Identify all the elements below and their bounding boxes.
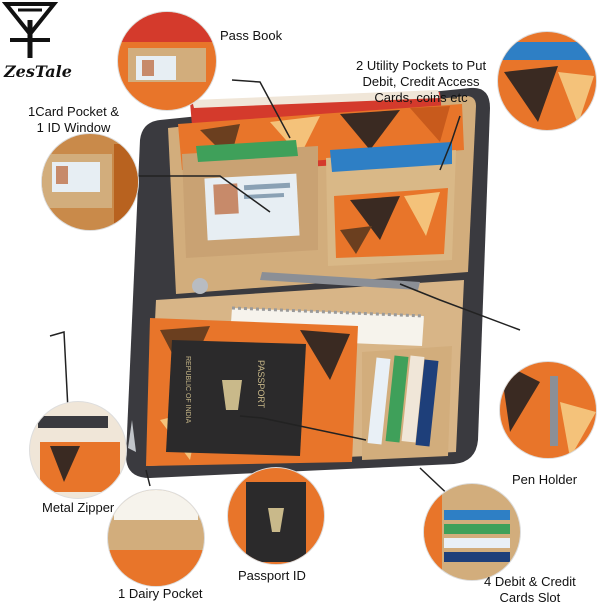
brand-name: ZesTale [4, 62, 72, 81]
detail-circle-diary-pocket [108, 490, 204, 586]
label-passport-id: Passport ID [238, 568, 306, 583]
detail-circle-pass-book [118, 12, 216, 110]
detail-circle-metal-zipper [30, 402, 126, 498]
label-utility-line-2: Debit, Credit Access [362, 74, 480, 89]
label-metal-zipper: Metal Zipper [42, 500, 115, 515]
detail-circle-passport-id [228, 468, 324, 564]
label-card-line-2: 1 ID Window [36, 120, 111, 135]
label-pass-book: Pass Book [220, 28, 283, 43]
detail-circle-card-slots [424, 484, 520, 580]
detail-circle-utility-pockets [498, 32, 596, 130]
label-slots-line-2: Cards Slot [499, 590, 561, 605]
label-pen-holder: Pen Holder [512, 472, 578, 487]
label-utility-line-1: 2 Utility Pockets to Put [356, 58, 487, 73]
label-utility-pockets: 2 Utility Pockets to Put Debit, Credit A… [356, 58, 486, 106]
label-card-pocket: 1Card Pocket & 1 ID Window [28, 104, 119, 136]
detail-circle-pen-holder [500, 362, 596, 458]
label-diary-pocket: 1 Dairy Pocket [118, 586, 203, 601]
label-utility-line-3: Cards, coins etc [374, 90, 468, 105]
brand-logo: ZesTale [0, 0, 72, 86]
detail-circle-card-pocket [42, 134, 138, 230]
label-slots-line-1: 4 Debit & Credit [484, 574, 576, 589]
label-card-line-1: 1Card Pocket & [28, 104, 120, 119]
passport-country-text: REPUBLIC OF INDIA [184, 356, 191, 424]
zestale-emblem-icon [1, 2, 59, 58]
label-card-slots: 4 Debit & Credit Cards Slot [484, 574, 576, 606]
passport-title-text: PASSPORT [256, 360, 266, 409]
